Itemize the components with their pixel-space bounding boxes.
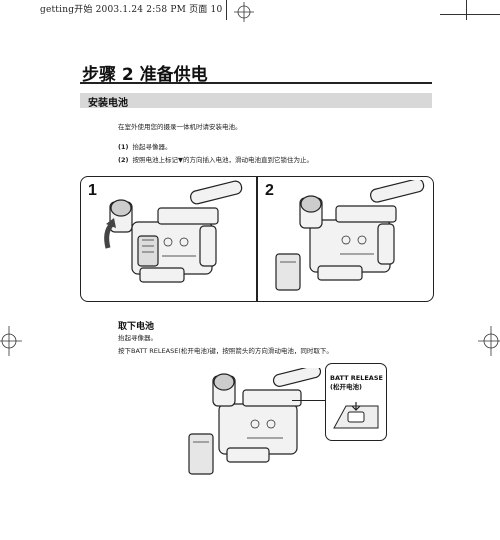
batt-release-label: BATT RELEASE (松开电池) (330, 374, 383, 392)
step-text: 按照电池上标记▼的方向插入电池，滑动电池直到它锁住为止。 (132, 156, 313, 164)
camcorder-removal-illustration (188, 368, 322, 475)
step-text: 抬起寻像器。 (132, 143, 172, 151)
figure-panel-1-number: 1 (88, 182, 97, 199)
registration-mark-right (478, 326, 500, 356)
page-title: 步骤 2 准备供电 (82, 65, 208, 85)
removal-line-2: 按下BATT RELEASE(松开电池)键，按照箭头的方向滑动电池，同时取下。 (118, 347, 333, 355)
batt-release-label-en: BATT RELEASE (330, 374, 383, 382)
crop-mark (440, 14, 500, 15)
registration-mark-left (0, 326, 22, 356)
print-header: getting开始 2003.1.24 2:58 PM 页面 10 (40, 5, 223, 15)
removal-line-1: 抬起寻像器。 (118, 334, 157, 342)
batt-release-button-icon (333, 402, 379, 429)
section-heading: 安装电池 (88, 98, 128, 109)
registration-mark-top (234, 2, 254, 22)
step-number: (2) (118, 156, 129, 164)
crop-mark (226, 0, 227, 20)
step-1: (1)抬起寻像器。 (118, 141, 171, 151)
camcorder-illustration-2 (275, 180, 425, 291)
figure-panel-2-number: 2 (265, 182, 274, 199)
section-bar (80, 93, 432, 108)
camcorder-illustration-1 (104, 180, 243, 283)
crop-mark (466, 0, 467, 20)
intro-text: 在室外使用您的摄录一体机时请安装电池。 (118, 123, 242, 131)
title-rule (80, 82, 432, 84)
removal-heading: 取下电池 (118, 322, 155, 332)
step-2: (2)按照电池上标记▼的方向插入电池，滑动电池直到它锁住为止。 (118, 154, 313, 164)
callout-leader-line (292, 400, 325, 401)
figure-divider (256, 176, 258, 302)
batt-release-label-cn: (松开电池) (330, 383, 362, 391)
step-number: (1) (118, 143, 129, 151)
